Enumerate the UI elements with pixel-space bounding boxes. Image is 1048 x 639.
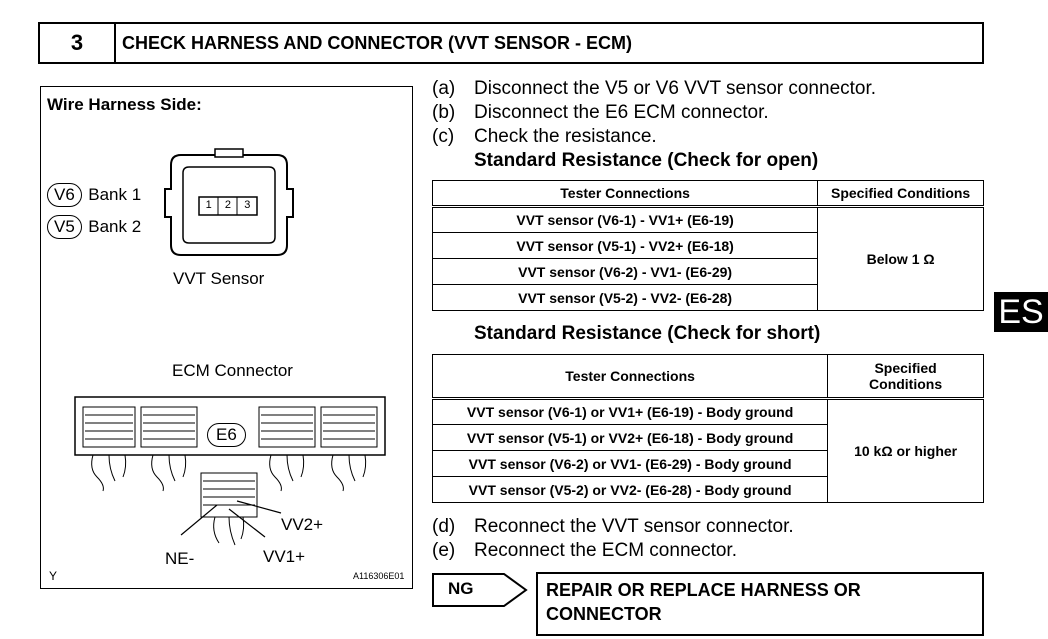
short-col-spec: Specified Conditions bbox=[827, 354, 984, 400]
result-action-line2: CONNECTOR bbox=[546, 604, 662, 624]
vvt-sensor-connector-icon bbox=[164, 148, 294, 256]
illustration-caption: Wire Harness Side: bbox=[47, 95, 202, 114]
ng-label: NG bbox=[448, 579, 474, 598]
legend-bank2: V5 Bank 2 bbox=[47, 215, 141, 239]
step-d-text: Reconnect the VVT sensor connector. bbox=[474, 516, 794, 537]
open-spec-value: Below 1 Ω bbox=[817, 206, 984, 311]
short-row-1: VVT sensor (V6-1) or VV1+ (E6-19) - Body… bbox=[431, 398, 829, 425]
open-col-tester: Tester Connections bbox=[431, 180, 819, 208]
section-tab-es: ES bbox=[994, 292, 1048, 332]
step-e-label: (e) bbox=[432, 540, 456, 561]
ecm-connector-label: ECM Connector bbox=[172, 361, 293, 380]
legend-label-bank2: Bank 2 bbox=[88, 217, 142, 236]
step-a-text: Disconnect the V5 or V6 VVT sensor conne… bbox=[474, 78, 877, 99]
step-d-label: (d) bbox=[432, 516, 456, 537]
short-row-3: VVT sensor (V6-2) or VV1- (E6-29) - Body… bbox=[431, 450, 829, 477]
short-row-2: VVT sensor (V5-1) or VV2+ (E6-18) - Body… bbox=[431, 424, 829, 451]
step-e-text: Reconnect the ECM connector. bbox=[474, 540, 737, 561]
pin-label-ne: NE- bbox=[165, 549, 195, 568]
step-header: 3 CHECK HARNESS AND CONNECTOR (VVT SENSO… bbox=[38, 22, 984, 64]
ng-arrow: NG bbox=[432, 573, 528, 607]
legend-badge-v5: V5 bbox=[47, 215, 82, 239]
step-a-label: (a) bbox=[432, 78, 456, 99]
figure-id: A116306E01 bbox=[353, 571, 405, 581]
legend-label-bank1: Bank 1 bbox=[88, 185, 142, 204]
short-check-heading: Standard Resistance (Check for short) bbox=[474, 323, 821, 344]
open-row-1: VVT sensor (V6-1) - VV1+ (E6-19) bbox=[431, 206, 819, 233]
open-row-2: VVT sensor (V5-1) - VV2+ (E6-18) bbox=[431, 232, 819, 259]
step-d: (d) Reconnect the VVT sensor connector. bbox=[432, 516, 794, 538]
sensor-pin-labels: 1 2 3 bbox=[199, 199, 257, 211]
step-b: (b) Disconnect the E6 ECM connector. bbox=[432, 102, 769, 124]
sensor-pin-2: 2 bbox=[224, 199, 232, 211]
step-e: (e) Reconnect the ECM connector. bbox=[432, 540, 737, 562]
short-check-table: Tester Connections Specified Conditions … bbox=[431, 354, 984, 503]
short-col-tester: Tester Connections bbox=[431, 354, 829, 400]
step-c: (c) Check the resistance. bbox=[432, 126, 657, 148]
step-b-label: (b) bbox=[432, 102, 456, 123]
wiring-illustration: Wire Harness Side: V6 Bank 1 V5 Bank 2 1… bbox=[40, 86, 413, 589]
ecm-badge-e6: E6 bbox=[207, 423, 246, 447]
step-b-text: Disconnect the E6 ECM connector. bbox=[474, 102, 769, 123]
pin-label-vv2: VV2+ bbox=[281, 515, 324, 534]
pin-label-vv1: VV1+ bbox=[263, 547, 306, 566]
open-col-spec: Specified Conditions bbox=[817, 180, 984, 208]
result-action-box: REPAIR OR REPLACE HARNESS OR CONNECTOR bbox=[536, 572, 984, 636]
legend-badge-v6: V6 bbox=[47, 183, 82, 207]
legend-bank1: V6 Bank 1 bbox=[47, 183, 141, 207]
result-action-line1: REPAIR OR REPLACE HARNESS OR bbox=[546, 580, 861, 600]
step-c-label: (c) bbox=[432, 126, 455, 147]
open-check-heading: Standard Resistance (Check for open) bbox=[474, 150, 819, 171]
sensor-pin-1: 1 bbox=[205, 199, 212, 211]
step-title: CHECK HARNESS AND CONNECTOR (VVT SENSOR … bbox=[122, 32, 633, 53]
short-row-4: VVT sensor (V5-2) or VV2- (E6-28) - Body… bbox=[431, 476, 829, 503]
open-row-3: VVT sensor (V6-2) - VV1- (E6-29) bbox=[431, 258, 819, 285]
open-row-4: VVT sensor (V5-2) - VV2- (E6-28) bbox=[431, 284, 819, 311]
short-spec-value: 10 kΩ or higher bbox=[827, 398, 984, 503]
step-c-text: Check the resistance. bbox=[474, 126, 657, 147]
short-col-spec-line2: Conditions bbox=[869, 376, 943, 392]
vvt-sensor-label: VVT Sensor bbox=[173, 269, 265, 288]
step-a: (a) Disconnect the V5 or V6 VVT sensor co… bbox=[432, 78, 876, 100]
ecm-connector-icon bbox=[74, 396, 386, 546]
sensor-pin-3: 3 bbox=[244, 199, 251, 211]
ng-arrow-icon bbox=[432, 573, 528, 607]
short-col-spec-line1: Specified bbox=[874, 360, 937, 376]
step-number: 3 bbox=[40, 24, 116, 62]
open-check-table: Tester Connections Specified Conditions … bbox=[431, 180, 984, 311]
corner-mark: Y bbox=[49, 569, 58, 583]
